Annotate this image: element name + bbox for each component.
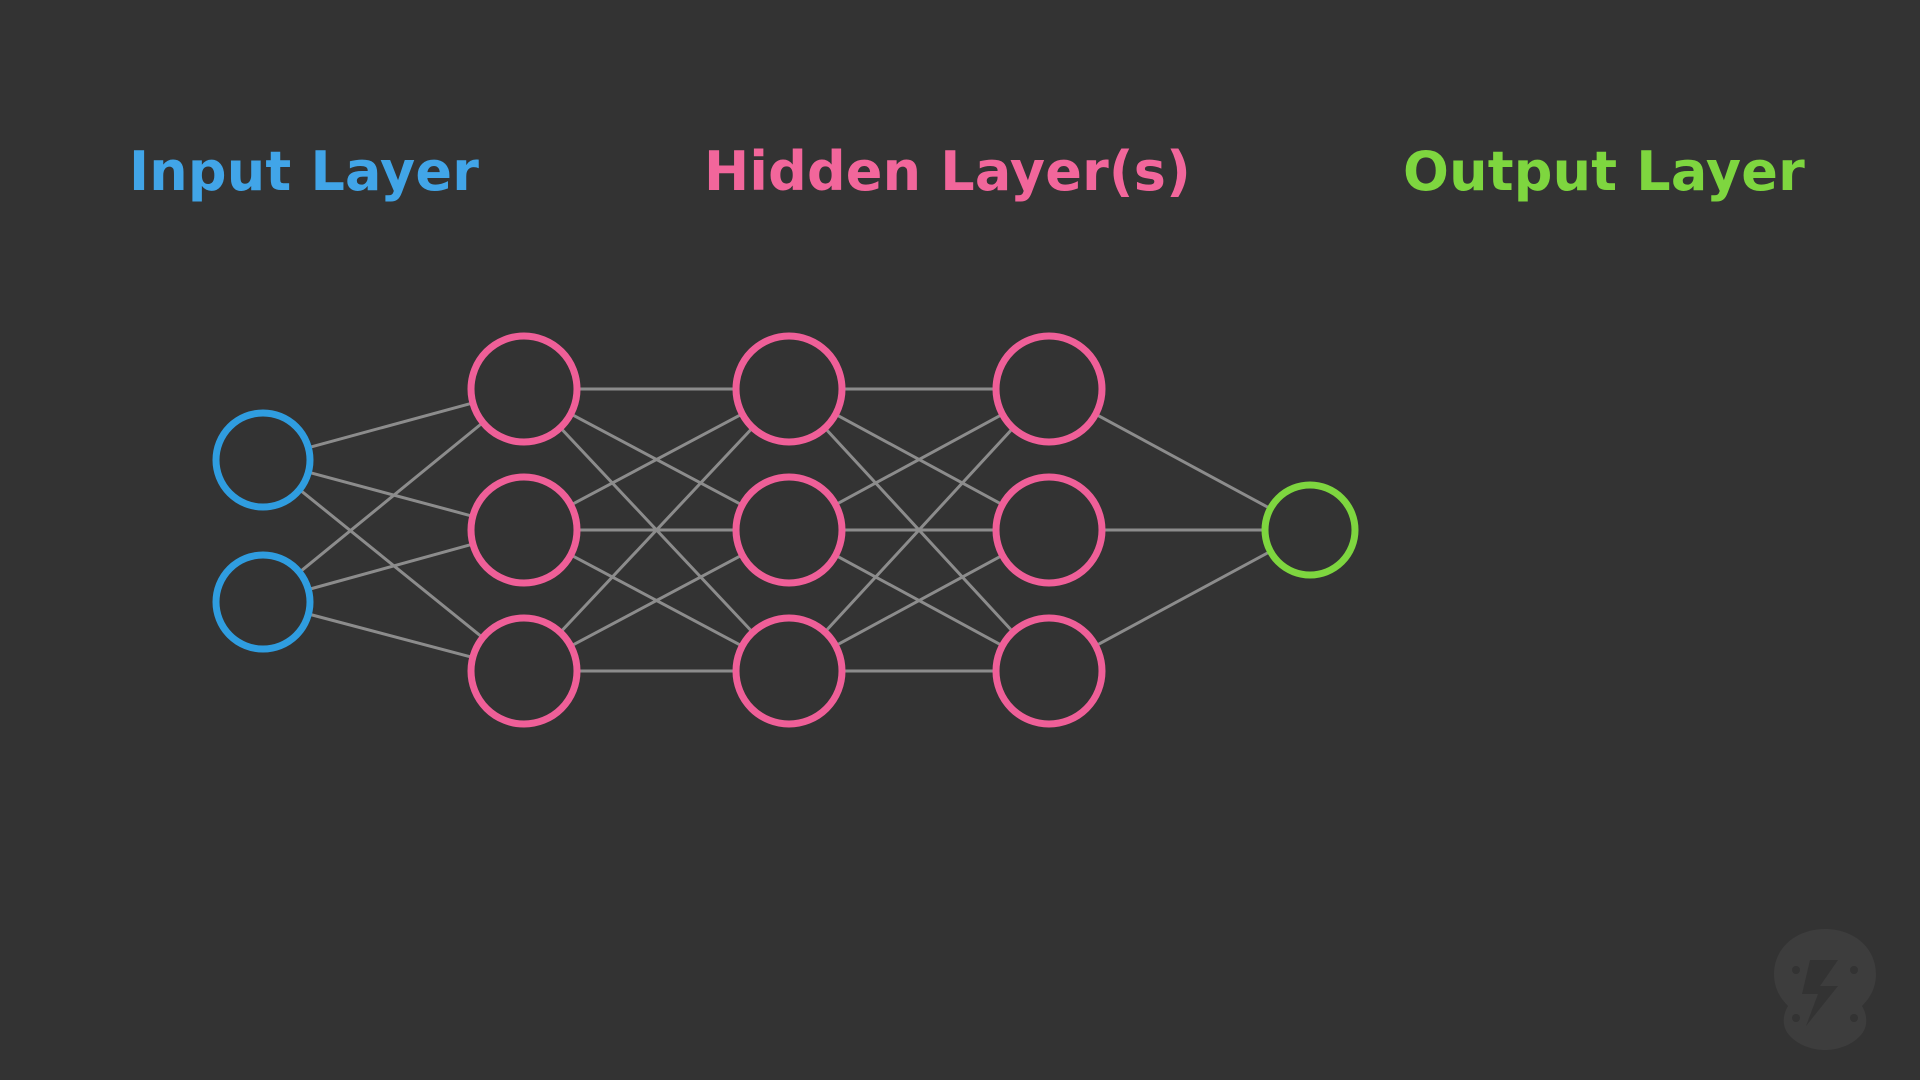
hidden-node[interactable] [732,332,846,446]
nodes-group [212,332,1359,728]
network-edge [569,412,744,507]
brain-logo-watermark-icon [1774,929,1876,1050]
output-node[interactable] [1261,481,1359,579]
input-layer-label: Input Layer [129,140,480,203]
network-edge [834,412,1004,507]
output-layer-label: Output Layer [1403,140,1805,203]
network-edge [823,426,1015,634]
network-edge [306,542,475,592]
hidden-node[interactable] [992,332,1106,446]
hidden-node[interactable] [992,614,1106,728]
hidden-node[interactable] [992,473,1106,587]
hidden-node[interactable] [732,614,846,728]
network-edge [1094,549,1272,648]
network-edge [298,488,485,640]
network-edge [306,612,475,659]
network-edge [1094,412,1272,511]
edges-group [297,387,1272,673]
network-edge [558,426,755,634]
network-edge [306,401,475,450]
network-edge [834,553,1004,648]
hidden-node[interactable] [467,473,581,587]
input-node[interactable] [212,551,314,653]
network-edge [297,421,485,574]
network-edge [569,553,744,648]
input-node[interactable] [212,409,314,511]
hidden-node[interactable] [467,332,581,446]
hidden-layer-label: Hidden Layer(s) [704,140,1192,203]
hidden-node[interactable] [732,473,846,587]
hidden-node[interactable] [467,614,581,728]
network-edge [306,470,475,518]
